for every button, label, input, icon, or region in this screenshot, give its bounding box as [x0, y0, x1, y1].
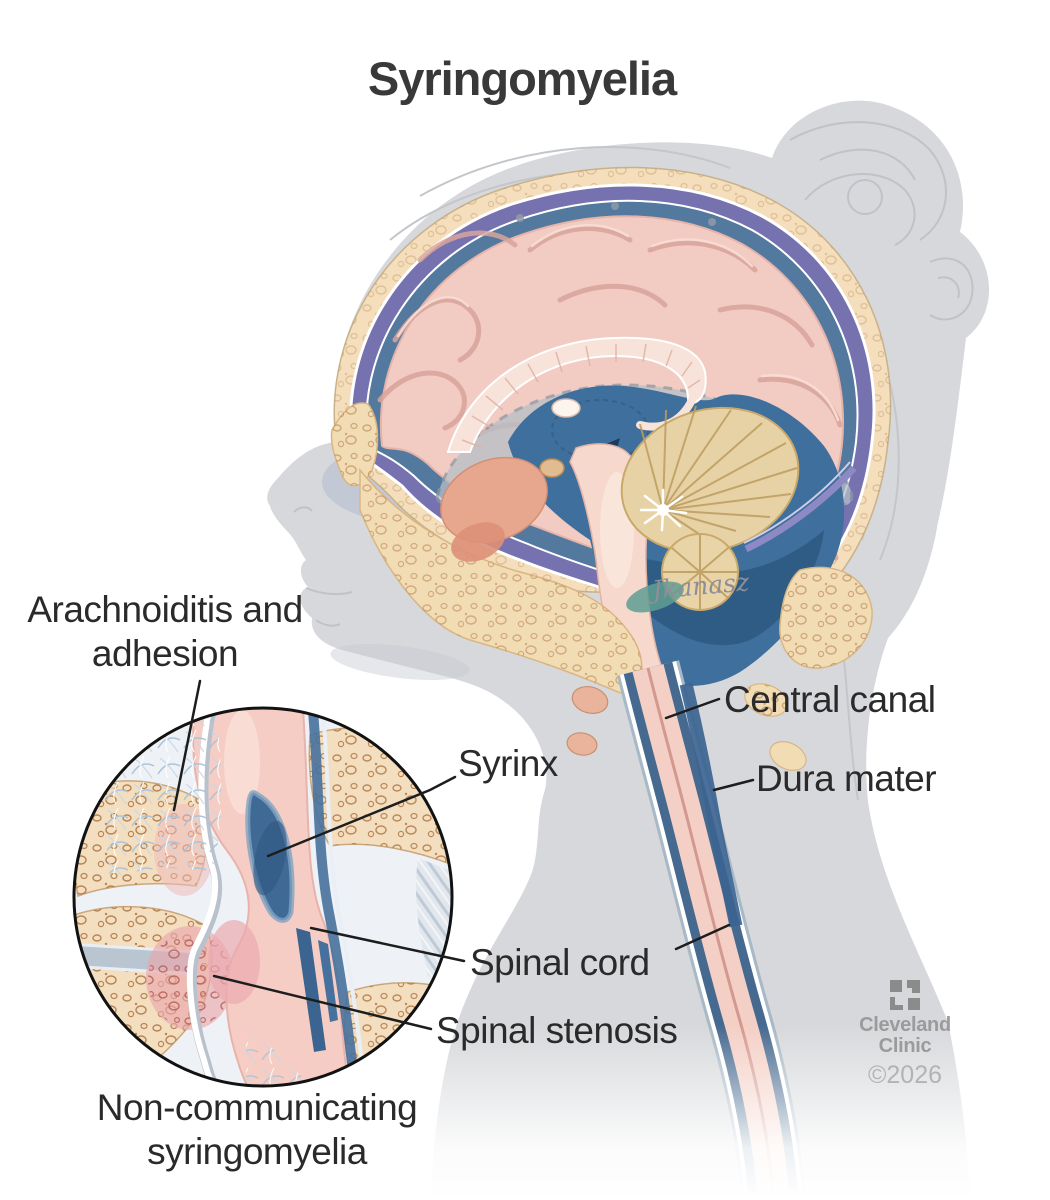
inset-cord-highlight: [224, 710, 260, 814]
ligament-fibers-mid-right: [416, 858, 452, 988]
inset-detail: [72, 706, 454, 1088]
posterior-csf-band: [679, 682, 743, 928]
csf-wedge1: [296, 928, 326, 1052]
leader-arachnoiditis: [172, 679, 202, 812]
hair-bun: [789, 121, 974, 321]
corpus-callosum-striations: [461, 343, 701, 449]
leader-lines: [172, 679, 755, 1031]
tentorium-edge: [743, 461, 851, 544]
inset-cord-rose: [208, 920, 260, 1004]
label-arachnoiditis: Arachnoiditis and adhesion: [27, 589, 303, 674]
brand-name-line2: Clinic: [878, 1035, 932, 1057]
pituitary: [539, 458, 565, 478]
brand-name-line1: Cleveland: [859, 1014, 951, 1036]
teal-patch: [626, 581, 684, 613]
leader-dura-mater: [712, 778, 755, 792]
corpus-callosum: [446, 336, 707, 453]
nasal-sinus: [440, 456, 548, 544]
copyright-text: ©2026: [867, 1061, 943, 1089]
gyri-highlights: [396, 224, 840, 422]
page-title: Syringomyelia: [367, 52, 677, 105]
inset-syrinx: [245, 790, 295, 923]
label-dura-mater: Dura mater: [756, 758, 937, 799]
leader-syrinx: [266, 775, 457, 858]
label-syrinx: Syrinx: [458, 743, 558, 784]
arachnoid-webbing: [105, 708, 222, 878]
skull-base: [330, 402, 873, 756]
csf-wedge2: [318, 940, 338, 1022]
cleveland-clinic-logo-mark-icon: [890, 980, 920, 1015]
leader-central-canal: [664, 697, 721, 720]
face-detail-lines: [293, 506, 353, 627]
cerebellum: [620, 405, 800, 613]
arachnoid-granulations: [516, 202, 716, 226]
leader-spinal-cord-right: [674, 923, 731, 951]
bottom-fade: [420, 1025, 1050, 1200]
tentorium: [744, 465, 857, 553]
larynx-bone1: [571, 686, 609, 714]
inset-caption: Non-communicating syringomyelia: [96, 1087, 418, 1172]
chin-shadow: [330, 643, 470, 681]
label-spinal-cord: Spinal cord: [470, 942, 650, 983]
larynx-bone2: [566, 732, 598, 756]
anterior-commissure: [551, 398, 581, 418]
cleveland-clinic-branding: Cleveland Clinic ©2026: [830, 980, 980, 1090]
inset-rim: [72, 706, 454, 1088]
label-spinal-stenosis: Spinal stenosis: [436, 1010, 678, 1051]
inset-csf-channel: [307, 708, 361, 1086]
leader-spinal-stenosis: [212, 974, 433, 1031]
leader-spinal-cord-left: [309, 926, 466, 963]
label-central-canal: Central canal: [724, 679, 936, 720]
